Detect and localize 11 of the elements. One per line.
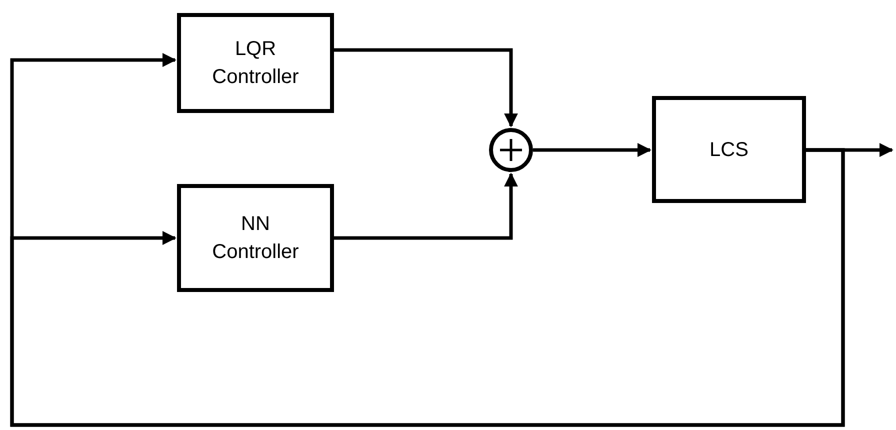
box-label: NN Controller: [211, 212, 300, 265]
process-box: [652, 96, 806, 203]
process-box: [177, 13, 334, 113]
arrow: [533, 143, 652, 157]
arrow: [10, 148, 845, 427]
process-box: [177, 184, 334, 292]
arrow: [334, 172, 518, 240]
arrow: [334, 48, 518, 128]
box-label: LCS: [708, 138, 750, 162]
box-label: LQR Controller: [211, 37, 300, 90]
summing-junction: [489, 128, 533, 172]
